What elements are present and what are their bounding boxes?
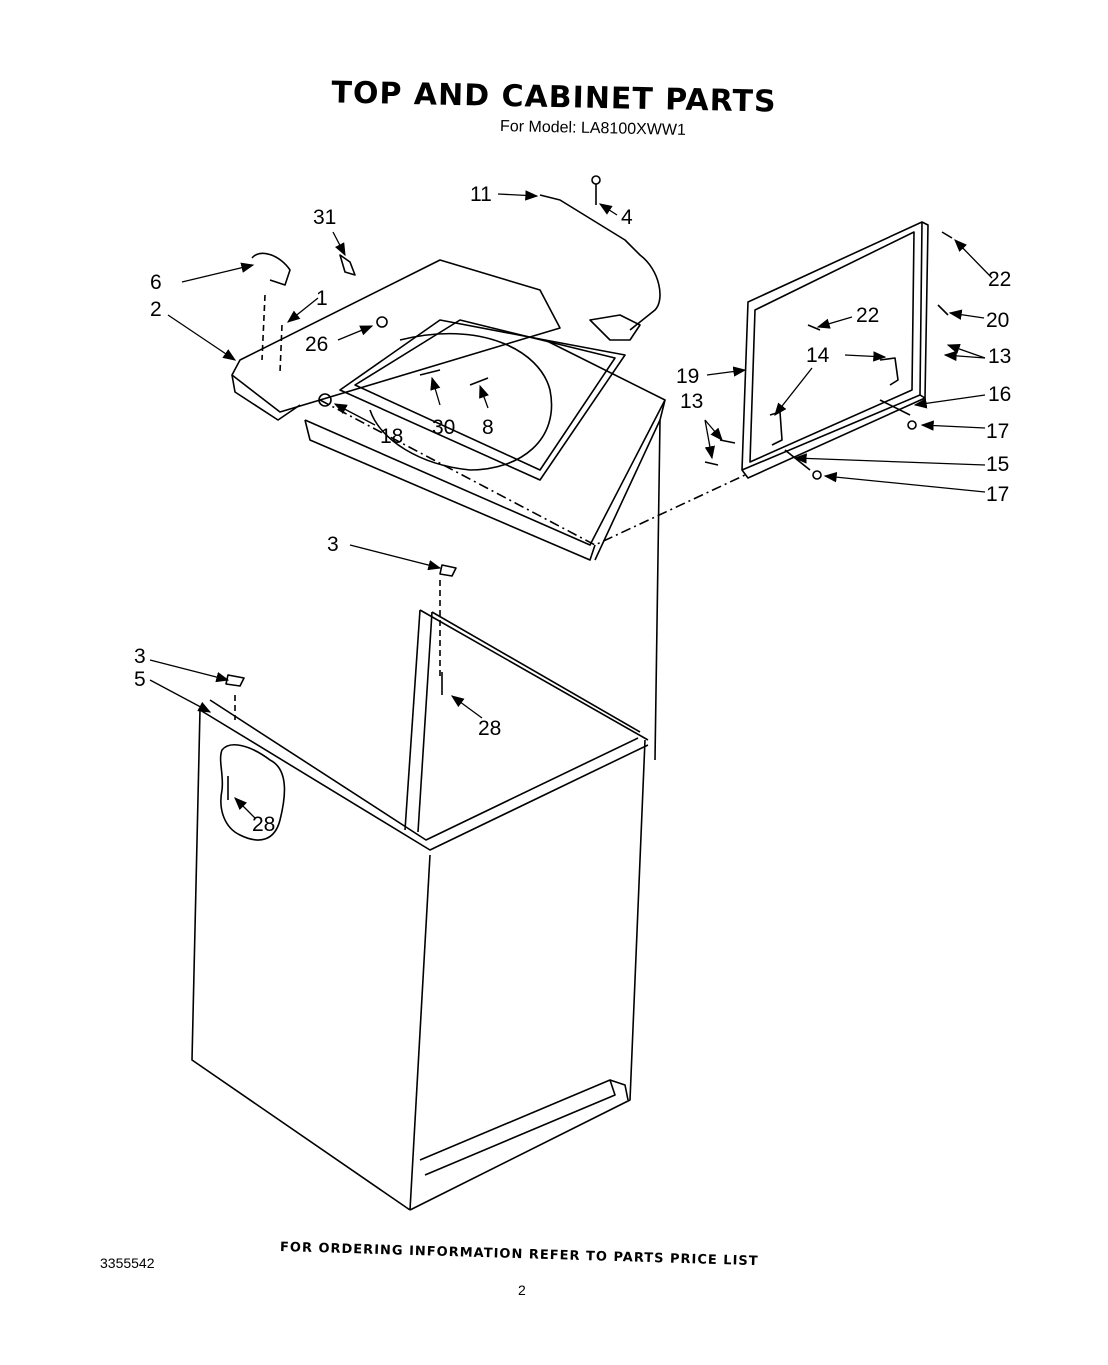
- callout-30: 30: [432, 416, 455, 439]
- callout-18: 18: [380, 425, 403, 448]
- callout-3-upper: 3: [327, 533, 339, 556]
- callout-leaders: [149, 190, 993, 819]
- cutaway-view: [219, 744, 286, 841]
- callout-16: 16: [988, 383, 1011, 406]
- callout-22-inner: 22: [856, 304, 879, 327]
- callout-13-left: 13: [680, 390, 703, 413]
- callout-5: 5: [134, 668, 146, 691]
- callout-13-right: 13: [988, 345, 1011, 368]
- callout-3-lower: 3: [134, 645, 146, 668]
- callout-15: 15: [986, 453, 1009, 476]
- callout-28-right: 28: [478, 717, 501, 740]
- callout-17-upper: 17: [986, 420, 1009, 443]
- callout-2: 2: [150, 298, 162, 321]
- callout-31: 31: [313, 206, 336, 229]
- callout-28-left: 28: [252, 813, 275, 836]
- cabinet: [191, 609, 649, 1211]
- wire-harness: [539, 194, 661, 341]
- callout-11: 11: [470, 183, 492, 206]
- callout-22-top: 22: [988, 268, 1011, 291]
- callout-19: 19: [676, 365, 699, 388]
- callout-26: 26: [305, 333, 328, 356]
- page-number: 2: [518, 1282, 526, 1298]
- callout-17-lower: 17: [986, 483, 1009, 506]
- callout-20: 20: [986, 309, 1009, 332]
- callout-4: 4: [621, 206, 633, 229]
- callout-labels: 11 4 31 6 1 2 26 30 8 18 22 22 20 14 13 …: [134, 183, 1011, 836]
- small-parts: [225, 175, 953, 800]
- callout-14: 14: [806, 344, 830, 367]
- callout-1: 1: [316, 287, 328, 310]
- lid: [741, 221, 929, 479]
- callout-8: 8: [482, 416, 494, 439]
- callout-6: 6: [150, 271, 162, 294]
- document-number: 3355542: [100, 1255, 155, 1271]
- hinge-reference-line: [319, 399, 746, 546]
- top-panel: [231, 259, 666, 761]
